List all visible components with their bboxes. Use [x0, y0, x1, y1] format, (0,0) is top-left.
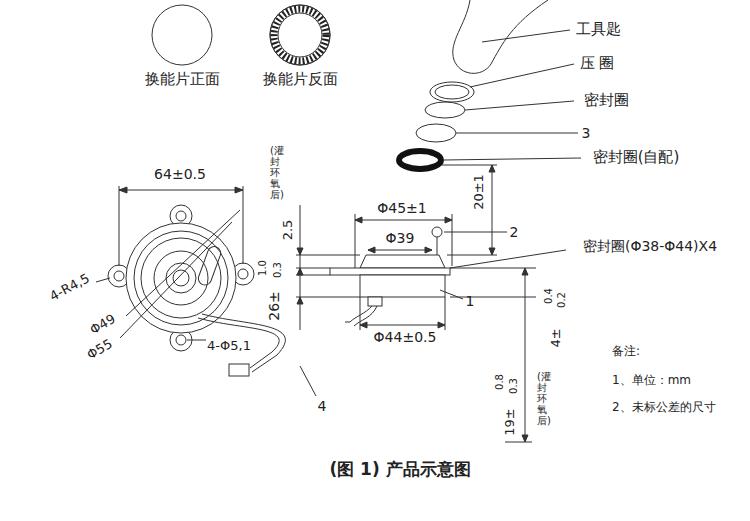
dimension-text: Φ39 [386, 230, 415, 246]
tolerance-text: 0.3 [508, 378, 520, 394]
part-name: 压 圈 [580, 55, 615, 72]
tolerance-text: 0.8 [494, 374, 506, 390]
dimension-text: Φ44±0.5 [374, 329, 437, 345]
note-text: 2、未标公差的尺寸 [612, 401, 716, 415]
note-text: 备注: [612, 345, 640, 359]
note-text: 1、单位：mm [612, 374, 691, 388]
part-name: 工具匙 [576, 21, 621, 38]
part-name: 密封圈(Φ38-Φ44)X4 [583, 238, 717, 254]
part-name: 密封圈(自配) [593, 149, 680, 166]
tolerance-text: 0.3 [272, 262, 284, 278]
tolerance-text: 1.0 [257, 260, 269, 276]
part-name: 密封圈 [584, 92, 629, 109]
dimension-text: 4± [549, 328, 564, 347]
figure-caption: (图 1) 产品示意图 [329, 460, 470, 480]
dimension-text: 26± [266, 291, 282, 321]
callout-number: 2 [510, 224, 519, 240]
dimension-text: Φ55 [85, 337, 116, 363]
dimension-text: 19± [503, 408, 518, 435]
part-caption: 换能片反面 [263, 71, 338, 88]
callout-number: 4 [318, 398, 327, 414]
callout-number: 3 [582, 125, 591, 141]
tolerance-text: 0.4 [543, 288, 555, 304]
tolerance-text: 0.2 [556, 292, 568, 308]
dimension-text: 20±1 [472, 174, 487, 210]
dimension-note: (灌封环氧后) [270, 145, 280, 200]
dimension-note: (灌封环氧后) [537, 371, 547, 426]
dimension-text: 4-R4,5 [48, 271, 93, 304]
callout-number: 1 [466, 293, 475, 309]
dimension-text: 2.5 [281, 220, 296, 241]
dimension-text: Φ49 [88, 312, 119, 338]
dimension-text: 64±0.5 [154, 166, 206, 182]
dimension-text: 4-Φ5,1 [207, 339, 251, 354]
part-caption: 换能片正面 [145, 71, 220, 88]
dimension-text: Φ45±1 [377, 200, 426, 216]
